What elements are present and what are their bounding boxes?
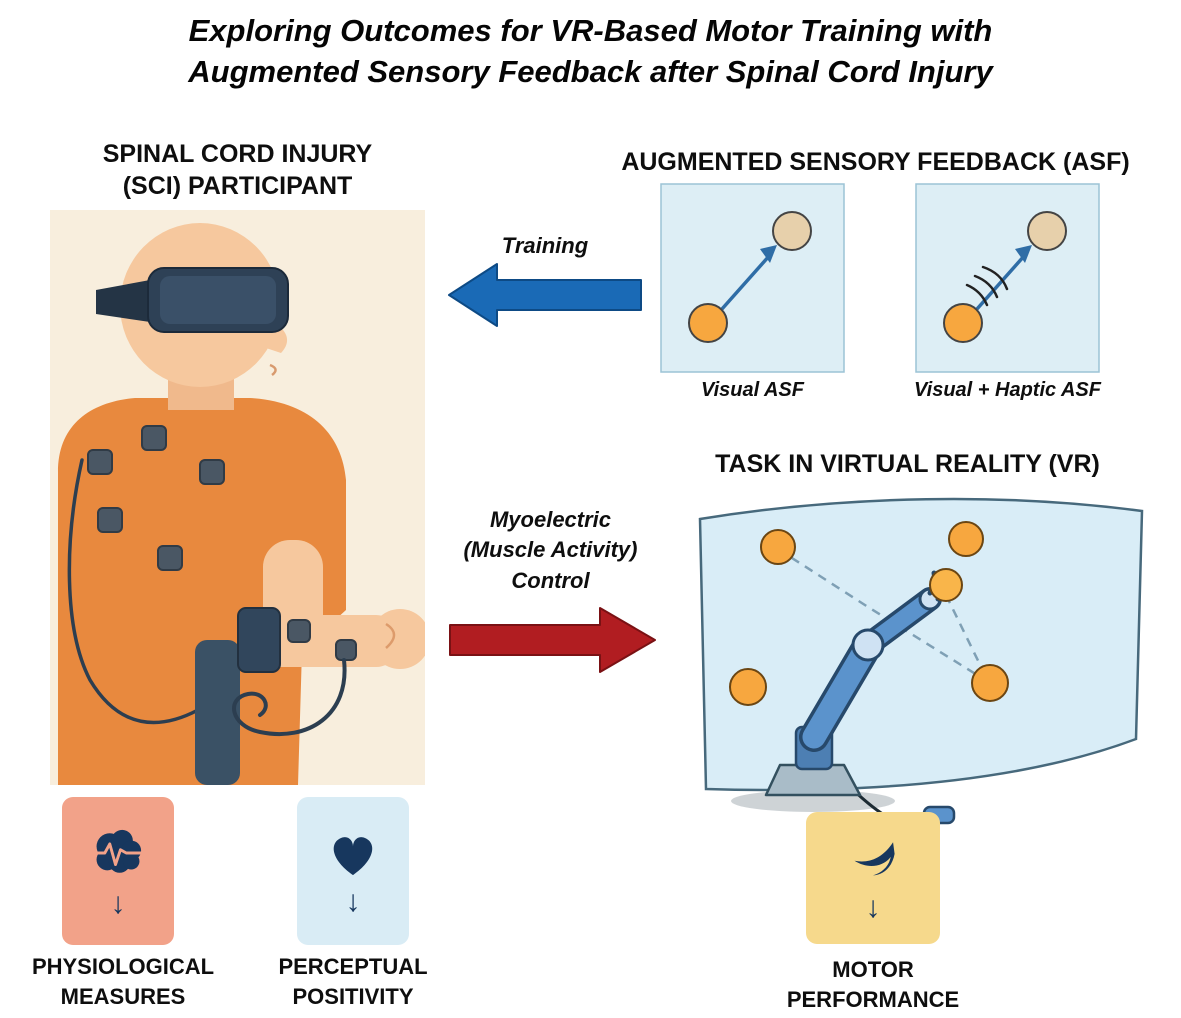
robot-elbow-joint: [851, 628, 885, 662]
visual-haptic-asf-target-diagram-icon: [915, 183, 1100, 373]
emg-electrodes: [87, 425, 357, 661]
motion-swoosh-icon: [854, 842, 895, 876]
heart-icon: [333, 837, 373, 876]
asf-panel-background: [660, 183, 845, 373]
fingers: [385, 622, 396, 649]
robot-lower-link: [802, 633, 880, 749]
motor-performance-box: ↓: [806, 812, 940, 944]
start-target-circle: [943, 303, 983, 343]
goal-target-circle: [772, 211, 812, 251]
vr-headset-strap: [96, 280, 150, 322]
participant-heading: SPINAL CORD INJURY (SCI) PARTICIPANT: [102, 140, 373, 200]
shirt-torso: [58, 398, 346, 785]
arm-strap: [195, 640, 240, 785]
vr-headset-visor: [160, 276, 276, 324]
visual-haptic-asf-label: Visual + Haptic ASF: [914, 379, 1101, 401]
decrease-arrow-glyph: ↓: [110, 887, 126, 920]
forearm-cuff: [237, 607, 281, 673]
sci-participant-icon: [50, 210, 425, 785]
motor-performance-label: MOTOR PERFORMANCE: [786, 957, 960, 1012]
haptic-wave-icon: [965, 265, 1009, 307]
decrease-arrow-glyph: ↓: [345, 885, 361, 918]
reach-arrowhead: [760, 245, 777, 263]
start-target-circle: [688, 303, 728, 343]
mouth: [269, 363, 277, 376]
visual-asf-label: Visual ASF: [701, 379, 804, 401]
increase-arrow-glyph: ↓: [865, 891, 881, 924]
physiological-measures-box: ↓: [62, 797, 174, 945]
robot-base: [764, 763, 862, 797]
brain-pulse-icon: [91, 829, 143, 873]
robot-arm: [764, 570, 957, 797]
trajectory-dashed-lines: [777, 547, 991, 685]
perceptual-positivity-label: PERCEPTUAL POSITIVITY: [278, 954, 428, 1009]
left-block-arrow-icon: [448, 263, 642, 327]
vr-heading: TASK IN VIRTUAL REALITY (VR): [715, 450, 1100, 478]
forearm-wire: [232, 658, 347, 737]
figure-title: Exploring Outcomes for VR-Based Motor Tr…: [188, 13, 993, 90]
myoelectric-arrow: [448, 605, 657, 675]
fist: [370, 609, 425, 669]
visual-haptic-asf-panel: [915, 183, 1100, 373]
vr-target-circles: [729, 521, 1009, 706]
visual-asf-target-diagram-icon: [660, 183, 845, 373]
reach-arrow: [720, 253, 772, 311]
training-arrow-label: Training: [501, 233, 589, 258]
vr-robot-arm-scene-icon: [698, 497, 1144, 825]
visual-asf-panel: [660, 183, 845, 373]
asf-heading: AUGMENTED SENSORY FEEDBACK (ASF): [621, 148, 1130, 176]
perceptual-positivity-box: ↓: [297, 797, 409, 945]
goal-target-circle: [1027, 211, 1067, 251]
vr-task-illustration: [678, 487, 1165, 882]
training-arrow: [447, 262, 643, 328]
participant-illustration: [50, 210, 425, 785]
reach-arrowhead: [1015, 245, 1032, 263]
emg-cable: [67, 458, 200, 725]
right-block-arrow-icon: [449, 607, 656, 673]
asf-panel-background: [915, 183, 1100, 373]
physiological-measures-label: PHYSIOLOGICAL MEASURES: [31, 954, 215, 1009]
forearm: [245, 615, 400, 667]
myoelectric-arrow-label: Myoelectric (Muscle Activity) Control: [463, 507, 638, 593]
held-target-circle: [929, 568, 963, 602]
